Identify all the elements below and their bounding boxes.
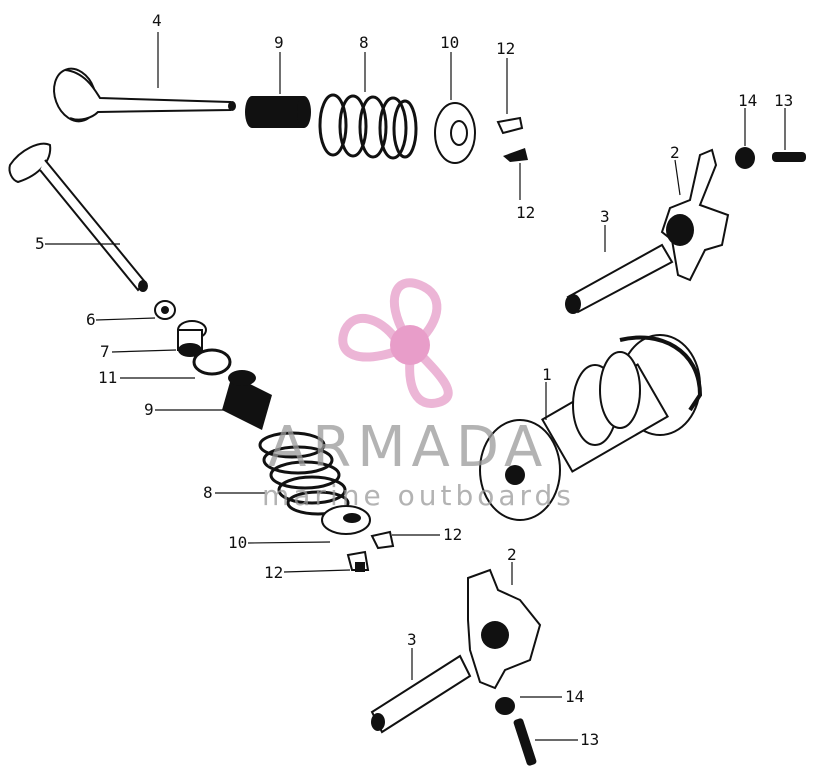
inner-spring-upper bbox=[245, 96, 311, 128]
callout-11: 11 bbox=[98, 368, 117, 387]
callout-3: 3 bbox=[407, 630, 417, 649]
valve-seal bbox=[154, 300, 176, 320]
rocker-shaft-upper bbox=[565, 243, 674, 314]
callout-9: 9 bbox=[144, 400, 154, 419]
cotters-lower bbox=[346, 530, 395, 572]
callout-13: 13 bbox=[580, 730, 599, 749]
watermark: ARMADA marine outboards bbox=[262, 415, 575, 512]
callouts: 4 9 8 10 12 12 14 13 2 3 5 6 7 11 9 1 8 … bbox=[35, 11, 793, 749]
outer-spring-upper bbox=[318, 93, 418, 160]
callout-12: 12 bbox=[496, 39, 515, 58]
adjuster-nut-lower bbox=[495, 697, 515, 715]
callout-13: 13 bbox=[774, 91, 793, 110]
leader-lines bbox=[45, 32, 786, 741]
cotters-upper bbox=[496, 116, 528, 162]
callout-10: 10 bbox=[228, 533, 247, 552]
callout-7: 7 bbox=[100, 342, 110, 361]
callout-2: 2 bbox=[507, 545, 517, 564]
watermark-brand: ARMADA bbox=[268, 415, 548, 480]
callout-1: 1 bbox=[542, 365, 552, 384]
callout-9: 9 bbox=[274, 33, 284, 52]
callout-12: 12 bbox=[443, 525, 462, 544]
callout-8: 8 bbox=[359, 33, 369, 52]
rocker-arm-lower bbox=[467, 568, 542, 690]
callout-12: 12 bbox=[516, 203, 535, 222]
adjuster-screw-upper bbox=[772, 152, 806, 162]
adjuster-screw-lower bbox=[513, 718, 537, 766]
outer-spring-lower bbox=[258, 431, 350, 516]
propeller-icon bbox=[338, 278, 453, 408]
callout-6: 6 bbox=[86, 310, 96, 329]
retainer-upper bbox=[434, 102, 476, 164]
callout-12: 12 bbox=[264, 563, 283, 582]
rocker-arm-upper bbox=[660, 148, 730, 282]
camshaft bbox=[479, 334, 703, 521]
callout-8: 8 bbox=[203, 483, 213, 502]
valve-upper bbox=[53, 67, 236, 123]
o-ring bbox=[192, 348, 232, 376]
watermark-tagline: marine outboards bbox=[262, 479, 575, 512]
retainer-lower bbox=[321, 505, 371, 535]
callout-10: 10 bbox=[440, 33, 459, 52]
inner-spring-lower bbox=[222, 370, 272, 430]
callout-5: 5 bbox=[35, 234, 45, 253]
valve-lower bbox=[8, 142, 148, 292]
callout-14: 14 bbox=[565, 687, 584, 706]
adjuster-nut-upper bbox=[735, 147, 755, 169]
callout-3: 3 bbox=[600, 207, 610, 226]
callout-2: 2 bbox=[670, 143, 680, 162]
callout-4: 4 bbox=[152, 11, 162, 30]
rocker-shaft-lower bbox=[370, 654, 472, 734]
callout-14: 14 bbox=[738, 91, 757, 110]
valve-guide bbox=[177, 320, 207, 357]
